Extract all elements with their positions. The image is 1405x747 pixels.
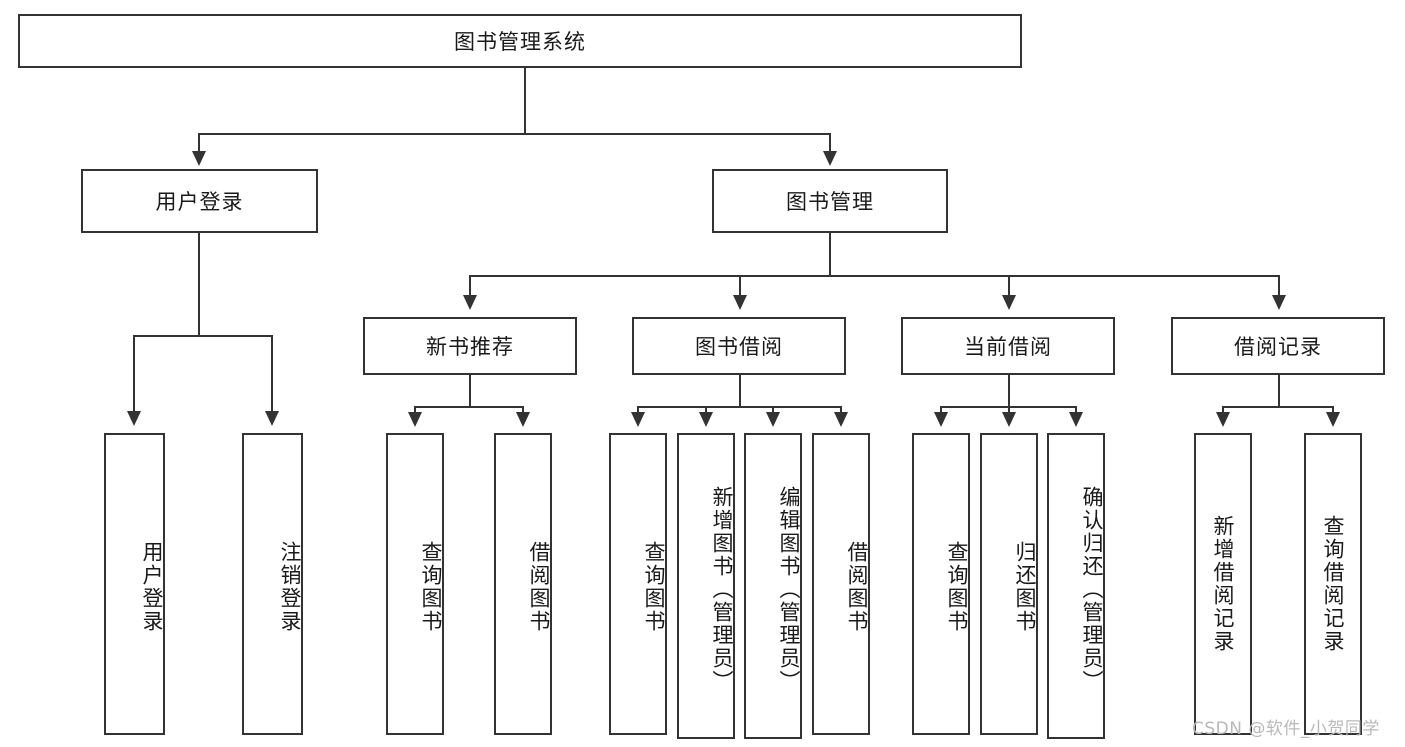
leaf-confirm-return-admin[interactable]: 确认归还（管理员）: [1047, 433, 1105, 739]
arrow-to-leaf-query-book-1: [408, 412, 422, 427]
arrow-to-leaf-query-record: [1326, 412, 1340, 427]
leaf-query-book-current[interactable]: 查询图书: [912, 433, 970, 735]
leaf-query-book-recommend[interactable]: 查询图书: [386, 433, 444, 735]
node-label: 图书管理: [786, 190, 874, 214]
leaf-borrow-book-recommend[interactable]: 借阅图书: [494, 433, 552, 735]
node-label: 确认归还（管理员）: [1080, 485, 1104, 693]
leaf-logout[interactable]: 注销登录: [242, 433, 303, 735]
leaf-edit-book-admin[interactable]: 编辑图书（管理员）: [744, 433, 802, 739]
node-label: 新增图书（管理员）: [710, 485, 734, 693]
arrow-to-leaf-borrow-book-1: [516, 412, 530, 427]
node-borrow-record[interactable]: 借阅记录: [1171, 317, 1385, 375]
watermark-csdn: CSDN @软件_小贺同学: [1192, 714, 1380, 739]
connector-root-bar: [198, 133, 830, 135]
arrow-to-leaf-borrow-book-2: [834, 412, 848, 427]
connector-nbr-branch-2: [522, 406, 524, 414]
connector-to-borrow-record: [1278, 275, 1280, 297]
connector-new-book-recommend-bar: [414, 406, 524, 408]
connector-user-login-branch-1: [133, 335, 135, 413]
node-label: 图书借阅: [695, 335, 783, 359]
connector-cb-branch-3: [1075, 406, 1077, 414]
node-label: 图书管理系统: [454, 30, 586, 54]
node-label: 查询图书: [945, 541, 969, 633]
node-user-login[interactable]: 用户登录: [81, 169, 318, 233]
connector-cb-branch-2: [1008, 406, 1010, 414]
arrow-to-leaf-edit-book: [766, 412, 780, 427]
arrow-root-to-user-login: [192, 151, 206, 166]
connector-root-to-user-login: [198, 133, 200, 153]
connector-bb-branch-3: [772, 406, 774, 414]
node-label: 注销登录: [278, 541, 302, 633]
node-book-management-system[interactable]: 图书管理系统: [18, 14, 1022, 68]
arrow-to-leaf-confirm-return: [1069, 412, 1083, 427]
arrow-to-leaf-logout: [265, 411, 279, 426]
leaf-query-book-borrow[interactable]: 查询图书: [609, 433, 667, 735]
node-new-book-recommend[interactable]: 新书推荐: [363, 317, 577, 375]
arrow-to-new-book-recommend: [463, 295, 477, 310]
arrow-to-book-borrow: [733, 295, 747, 310]
connector-borrow-record-stem: [1278, 375, 1280, 408]
connector-root-to-book-management: [829, 133, 831, 153]
node-label: 归还图书: [1013, 541, 1037, 633]
node-label: 用户登录: [140, 541, 164, 633]
connector-root-stem: [524, 68, 526, 134]
leaf-query-borrow-record[interactable]: 查询借阅记录: [1304, 433, 1362, 735]
node-label: 编辑图书（管理员）: [777, 485, 801, 693]
arrow-to-borrow-record: [1272, 295, 1286, 310]
node-label: 当前借阅: [964, 335, 1052, 359]
node-book-borrow[interactable]: 图书借阅: [632, 317, 846, 375]
node-label: 新书推荐: [426, 335, 514, 359]
arrow-to-leaf-query-book-3: [934, 412, 948, 427]
node-label: 借阅图书: [527, 541, 551, 633]
connector-user-login-branch-2: [271, 335, 273, 413]
node-label: 新增借阅记录: [1211, 515, 1236, 653]
connector-to-book-borrow: [739, 275, 741, 297]
leaf-borrow-book-borrow[interactable]: 借阅图书: [812, 433, 870, 735]
connector-nbr-branch-1: [414, 406, 416, 414]
connector-borrow-record-bar: [1222, 406, 1334, 408]
connector-book-management-stem: [829, 233, 831, 277]
arrow-to-leaf-query-book-2: [631, 412, 645, 427]
connector-book-borrow-stem: [739, 375, 741, 408]
connector-current-borrow-stem: [1008, 375, 1010, 408]
connector-user-login-bar: [133, 335, 273, 337]
connector-to-new-book-recommend: [469, 275, 471, 297]
arrow-root-to-book-management: [823, 151, 837, 166]
arrow-to-current-borrow: [1002, 295, 1016, 310]
connector-br-branch-2: [1332, 406, 1334, 414]
leaf-add-borrow-record[interactable]: 新增借阅记录: [1194, 433, 1252, 735]
connector-bb-branch-2: [705, 406, 707, 414]
connector-br-branch-1: [1222, 406, 1224, 414]
node-current-borrow[interactable]: 当前借阅: [901, 317, 1115, 375]
node-label: 查询借阅记录: [1321, 515, 1346, 653]
node-label: 查询图书: [419, 541, 443, 633]
node-book-management[interactable]: 图书管理: [712, 169, 948, 233]
connector-user-login-stem: [198, 233, 200, 337]
connector-bb-branch-4: [840, 406, 842, 414]
leaf-add-book-admin[interactable]: 新增图书（管理员）: [677, 433, 735, 739]
connector-new-book-recommend-stem: [469, 375, 471, 408]
node-label: 查询图书: [642, 541, 666, 633]
connector-to-current-borrow: [1008, 275, 1010, 297]
leaf-return-book[interactable]: 归还图书: [980, 433, 1038, 735]
node-label: 借阅图书: [845, 541, 869, 633]
arrow-to-leaf-add-book: [699, 412, 713, 427]
arrow-to-leaf-add-record: [1216, 412, 1230, 427]
arrow-to-leaf-user-login: [127, 411, 141, 426]
connector-bb-branch-1: [637, 406, 639, 414]
watermark-text: CSDN @软件_小贺同学: [1192, 719, 1380, 739]
arrow-to-leaf-return-book: [1002, 412, 1016, 427]
node-label: 借阅记录: [1234, 335, 1322, 359]
connector-book-borrow-bar: [637, 406, 841, 408]
connector-cb-branch-1: [940, 406, 942, 414]
connector-level3-bar: [469, 275, 1280, 277]
leaf-user-login[interactable]: 用户登录: [104, 433, 165, 735]
node-label: 用户登录: [155, 190, 244, 214]
